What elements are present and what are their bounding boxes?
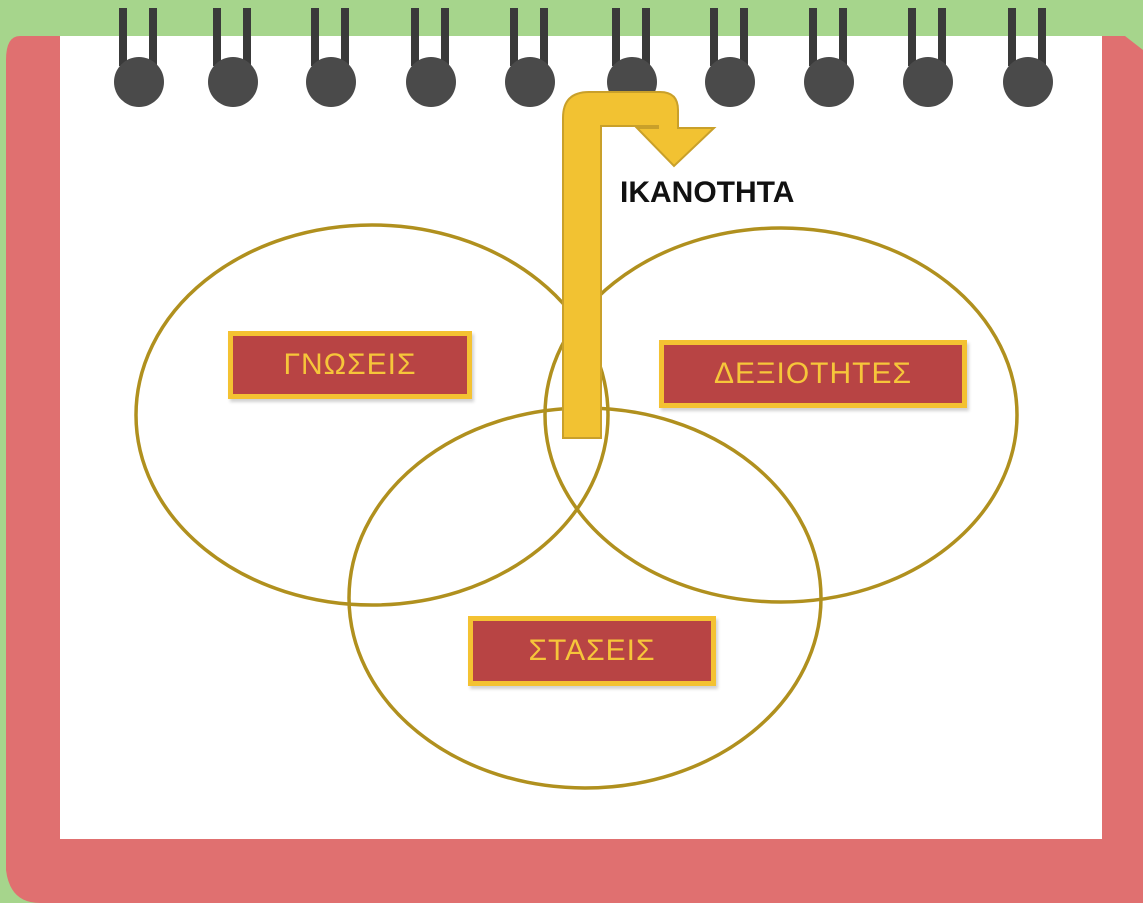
spiral-binding-ring-icon [804, 8, 854, 107]
spiral-binding-ring-icon [1003, 8, 1053, 107]
spiral-binding-ring-icon [705, 8, 755, 107]
label-skills: ΔΕΞΙΟΤΗΤΕΣ [659, 340, 967, 408]
spiral-binding-ring-icon [208, 8, 258, 107]
spiral-binding-ring-icon [903, 8, 953, 107]
circle-skills [543, 226, 1019, 604]
spiral-binding-ring-icon [306, 8, 356, 107]
bent-up-arrow-icon [562, 91, 717, 439]
competence-title: ΙΚΑΝΟΤΗΤΑ [620, 176, 795, 209]
spiral-binding-ring-icon [505, 8, 555, 107]
spiral-binding-ring-icon [114, 8, 164, 107]
spiral-rings [114, 8, 1053, 107]
label-attitudes: ΣΤΑΣΕΙΣ [468, 616, 716, 686]
top-green-band [0, 0, 1143, 40]
label-knowledge: ΓΝΩΣΕΙΣ [228, 331, 472, 399]
circle-knowledge [134, 223, 610, 607]
spiral-binding-ring-icon [406, 8, 456, 107]
